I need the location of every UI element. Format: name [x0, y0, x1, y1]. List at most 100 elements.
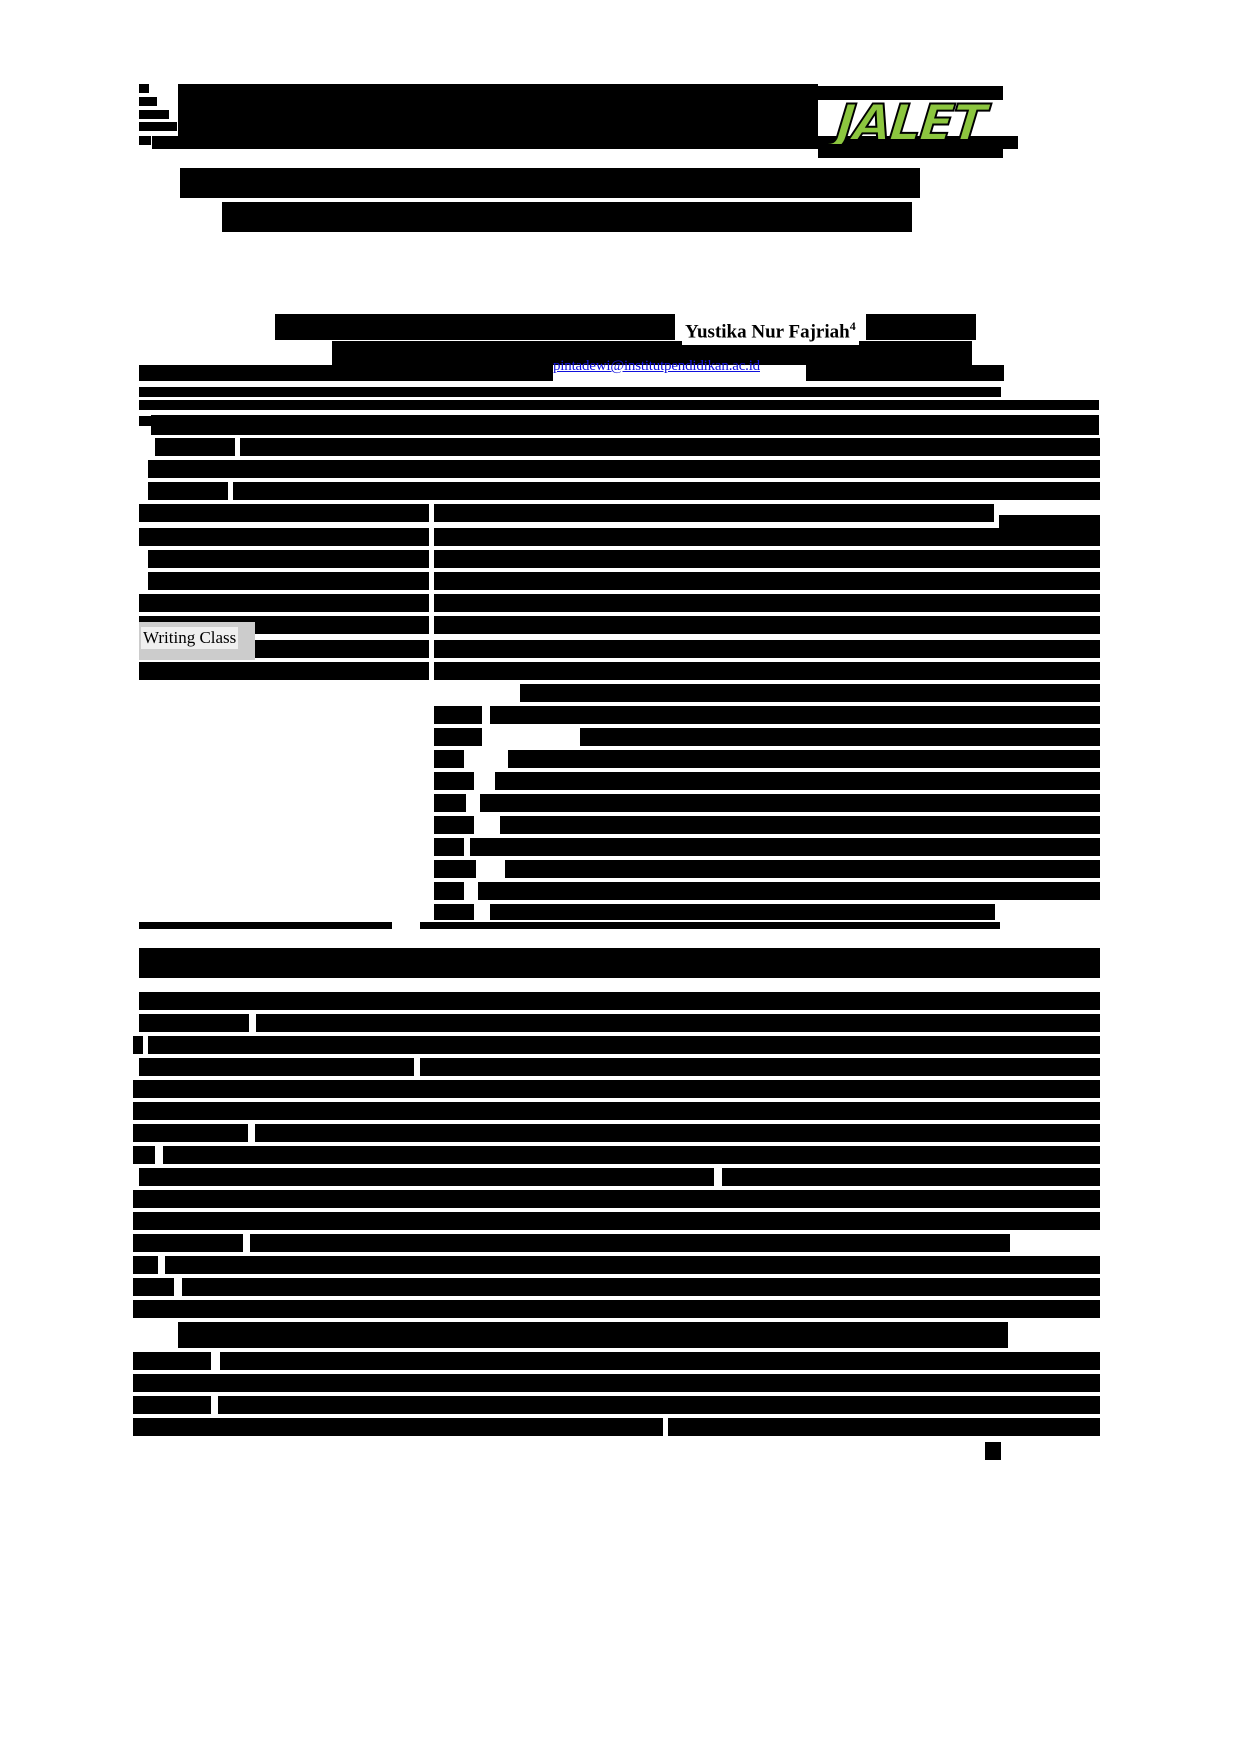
journal-masthead: JALET [0, 0, 1240, 170]
redaction-bar [139, 84, 149, 93]
redaction-bar [495, 772, 1100, 790]
redaction-bar [139, 1168, 714, 1186]
redaction-bar [133, 1234, 243, 1252]
redaction-bar [139, 136, 151, 145]
redaction-bar [434, 904, 474, 920]
redaction-bar [139, 110, 169, 119]
redaction-bar [505, 860, 1100, 878]
redaction-bar [139, 122, 177, 131]
redaction-bar [434, 794, 466, 812]
redaction-bar [218, 1396, 1100, 1414]
redaction-bar [151, 415, 1099, 435]
redaction-bar [434, 838, 464, 856]
redaction-bar [133, 1418, 663, 1436]
redaction-bar [139, 416, 159, 426]
redaction-bar [139, 594, 429, 612]
page-footer [0, 1430, 1240, 1490]
redaction-bar [148, 1036, 1018, 1054]
redaction-bar [133, 1396, 211, 1414]
redaction-bar [434, 616, 1100, 634]
redaction-bar [999, 515, 1100, 529]
redaction-bar [139, 1058, 414, 1076]
redaction-bar [133, 1190, 1100, 1208]
redaction-bar [133, 1212, 1100, 1230]
redaction-bar [722, 1168, 1100, 1186]
redaction-bar [139, 662, 429, 680]
redaction-bar [148, 572, 429, 590]
redaction-bar [163, 1146, 1100, 1164]
redaction-bar [148, 550, 429, 568]
redaction-bar [434, 706, 482, 724]
redaction-bar [133, 1080, 1100, 1098]
redaction-bar [520, 684, 1100, 702]
redaction-bar [250, 1234, 1010, 1252]
redaction-bar [178, 84, 818, 144]
redaction-bar [139, 1014, 249, 1032]
redaction-bar [222, 202, 912, 232]
redaction-bar [133, 1102, 1100, 1120]
redaction-bar [139, 922, 392, 929]
redaction-bar [255, 1124, 1100, 1142]
redaction-bar [478, 882, 1100, 900]
redaction-bar [256, 1014, 1100, 1032]
redaction-bar [148, 482, 228, 500]
redaction-bar [508, 750, 1100, 768]
redaction-bar [152, 136, 1018, 149]
redaction-bar [139, 992, 1019, 1010]
redaction-bar [420, 922, 1000, 929]
redaction-bar [434, 662, 1100, 680]
redaction-bar [668, 1418, 1100, 1436]
keyword-writing-class: Writing Class [141, 627, 239, 649]
redaction-bar [434, 640, 1100, 658]
redaction-bar [139, 97, 157, 106]
redaction-bar [490, 904, 995, 920]
redaction-bar [165, 1256, 1100, 1274]
redaction-bar [133, 1352, 211, 1370]
redaction-bar [148, 460, 1100, 478]
redaction-bar [133, 1300, 1100, 1318]
redaction-bar [139, 528, 429, 546]
redaction-bar [139, 387, 1001, 397]
redaction-bar [233, 482, 1100, 500]
redaction-bar [434, 572, 1100, 590]
redaction-bar [332, 341, 972, 365]
redaction-bar [420, 1058, 1100, 1076]
redaction-bar [139, 948, 1100, 978]
redaction-bar [133, 1278, 174, 1296]
logo-baseline-redaction [818, 144, 1003, 158]
redaction-bar [240, 438, 1100, 456]
redaction-bar [434, 528, 1100, 546]
redaction-bar [434, 550, 1100, 568]
redaction-bar [985, 1442, 1001, 1460]
redaction-bar [133, 1256, 158, 1274]
logo-tagline-redaction [818, 86, 1003, 100]
redaction-bar [500, 816, 1100, 834]
redaction-bar [434, 816, 474, 834]
redaction-bar [580, 728, 1100, 746]
redaction-bar [133, 1146, 155, 1164]
author-affiliation-marker: 4 [849, 319, 856, 333]
redaction-bar [182, 1278, 1100, 1296]
redaction-bar [470, 838, 1100, 856]
redaction-bar [180, 168, 920, 198]
redaction-bar [434, 728, 482, 746]
redaction-bar [434, 504, 994, 522]
jalet-logo-text: JALET [833, 93, 989, 153]
redaction-bar [490, 706, 1100, 724]
redaction-bar [434, 594, 1100, 612]
author-email-link[interactable]: pintadewi@institutpendidikan.ac.id [553, 358, 760, 374]
redaction-bar [1018, 992, 1100, 1010]
redaction-bar [155, 438, 235, 456]
redaction-bar [133, 1036, 143, 1054]
redaction-bar [133, 1124, 248, 1142]
redaction-bar [139, 365, 553, 381]
redaction-bar [178, 1322, 1008, 1348]
redaction-bar [806, 365, 1004, 381]
redaction-bar [434, 882, 464, 900]
jalet-logo: JALET [818, 86, 1003, 158]
redaction-bar [480, 794, 1100, 812]
author-name-text: Yustika Nur Fajriah [685, 321, 850, 343]
redaction-bar [133, 1374, 1100, 1392]
author-name: Yustika Nur Fajriah4 [682, 313, 859, 346]
